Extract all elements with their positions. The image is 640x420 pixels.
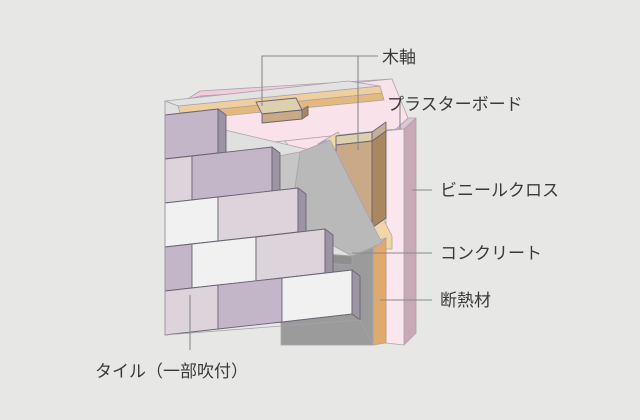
tile-wall-bottom-right xyxy=(359,319,374,346)
tile xyxy=(164,243,193,292)
label-vinyl-cloth: ビニールクロス xyxy=(440,181,559,201)
tile xyxy=(217,187,299,242)
tile xyxy=(164,108,219,160)
tile xyxy=(164,196,219,248)
tile-side xyxy=(217,108,227,160)
tile-side xyxy=(351,269,361,321)
tile-wall-bottom-edge xyxy=(164,319,361,336)
wood-block-top-side xyxy=(301,105,309,120)
tile-side xyxy=(324,228,334,280)
label-plasterboard: プラスターボード xyxy=(387,95,523,115)
vinyl-cloth-face xyxy=(403,117,417,346)
tile xyxy=(164,155,193,204)
wood-post-top-bevel xyxy=(371,121,387,142)
tile-row-1 xyxy=(164,108,227,160)
leader-wood-frame xyxy=(261,55,378,150)
tile xyxy=(164,284,219,336)
leader-lines xyxy=(189,55,432,350)
tile xyxy=(255,228,326,282)
tile-row-5 xyxy=(164,269,361,336)
label-insulation: 断熱材 xyxy=(440,291,491,311)
insulation-vertical-band xyxy=(372,237,387,346)
wood-post-side-face xyxy=(371,130,387,229)
label-wood-frame: 木軸 xyxy=(382,48,416,68)
tile-wall xyxy=(164,101,374,346)
tile xyxy=(217,277,283,330)
label-tile: タイル（一部吹付） xyxy=(95,362,248,382)
label-concrete: コンクリート xyxy=(440,244,542,264)
tile xyxy=(281,269,353,323)
tile-row-3 xyxy=(164,187,307,248)
tile-side xyxy=(297,187,307,239)
wood-block-top xyxy=(255,97,309,124)
tile xyxy=(191,236,257,289)
tile-side xyxy=(271,146,281,198)
